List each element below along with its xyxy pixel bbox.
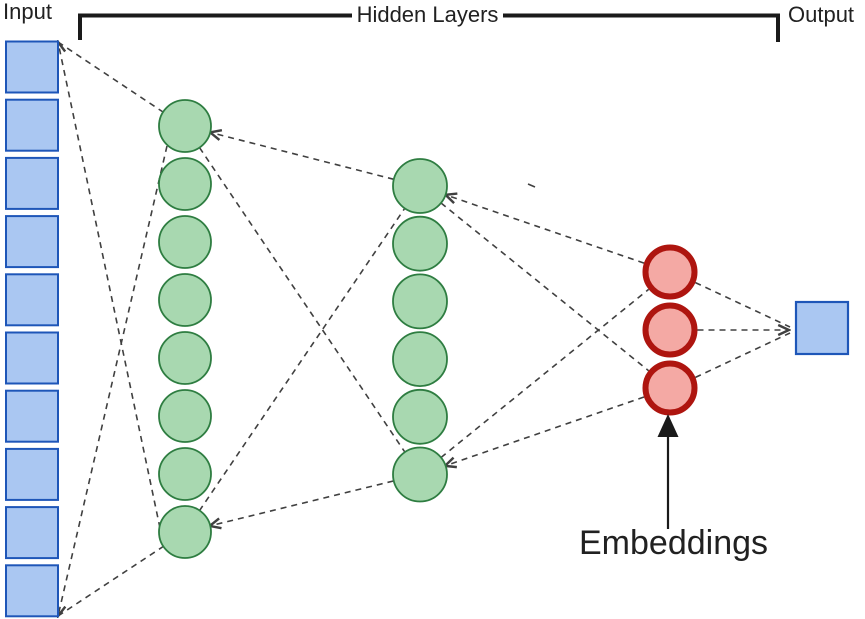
connection-line	[57, 545, 165, 617]
embedding-node	[642, 360, 698, 416]
input-node	[5, 215, 59, 269]
hidden-layer-2	[392, 158, 448, 503]
input-node	[5, 564, 59, 618]
connection-line	[57, 41, 164, 113]
bracket-left-segment	[78, 13, 352, 40]
hidden1-node	[158, 505, 212, 559]
embedding-layer	[642, 244, 698, 416]
hidden-layer-1	[158, 99, 212, 559]
connection-line	[695, 281, 791, 328]
input-node	[5, 331, 59, 385]
input-label: Input	[3, 0, 52, 24]
connection-line	[58, 42, 161, 529]
connection-line	[210, 480, 394, 526]
hidden1-node	[158, 99, 212, 153]
connection-line	[198, 208, 406, 512]
input-node	[5, 156, 59, 210]
connection-line	[440, 202, 650, 372]
hidden1-node	[158, 447, 212, 501]
input-node	[5, 447, 59, 501]
bracket-right-segment	[503, 13, 780, 42]
connection-line	[58, 145, 168, 616]
hidden2-node	[392, 273, 448, 330]
output-layer	[794, 300, 850, 356]
hidden-layers-label: Hidden Layers	[356, 2, 499, 27]
input-node	[5, 389, 59, 443]
hidden-layers-bracket	[78, 13, 780, 42]
connection-line	[445, 396, 645, 466]
connection-line	[198, 147, 406, 453]
stray-dash	[527, 183, 536, 188]
hidden1-node	[158, 331, 212, 385]
input-node	[5, 273, 59, 327]
input-node	[5, 40, 59, 94]
embeddings-arrow	[657, 414, 679, 529]
hidden2-node	[392, 388, 448, 445]
hidden2-node	[392, 331, 448, 388]
hidden1-node	[158, 273, 212, 327]
output-label: Output	[788, 2, 855, 27]
input-layer	[5, 40, 59, 618]
connection-line	[440, 288, 650, 459]
hidden1-node	[158, 157, 212, 211]
hidden1-node	[158, 215, 212, 269]
connection-line	[695, 332, 791, 379]
connection-line	[210, 132, 394, 181]
connection-line	[446, 195, 645, 264]
output-node	[794, 300, 850, 356]
embeddings-arrow-head-icon	[657, 414, 679, 437]
embeddings-label: Embeddings	[579, 524, 769, 562]
hidden2-node	[392, 446, 448, 503]
hidden2-node	[392, 215, 448, 272]
embedding-node	[642, 302, 698, 358]
embedding-node	[642, 244, 698, 300]
hidden1-node	[158, 389, 212, 443]
hidden2-node	[392, 158, 448, 214]
connection-lines	[58, 42, 790, 616]
input-node	[5, 506, 59, 560]
input-node	[5, 98, 59, 152]
